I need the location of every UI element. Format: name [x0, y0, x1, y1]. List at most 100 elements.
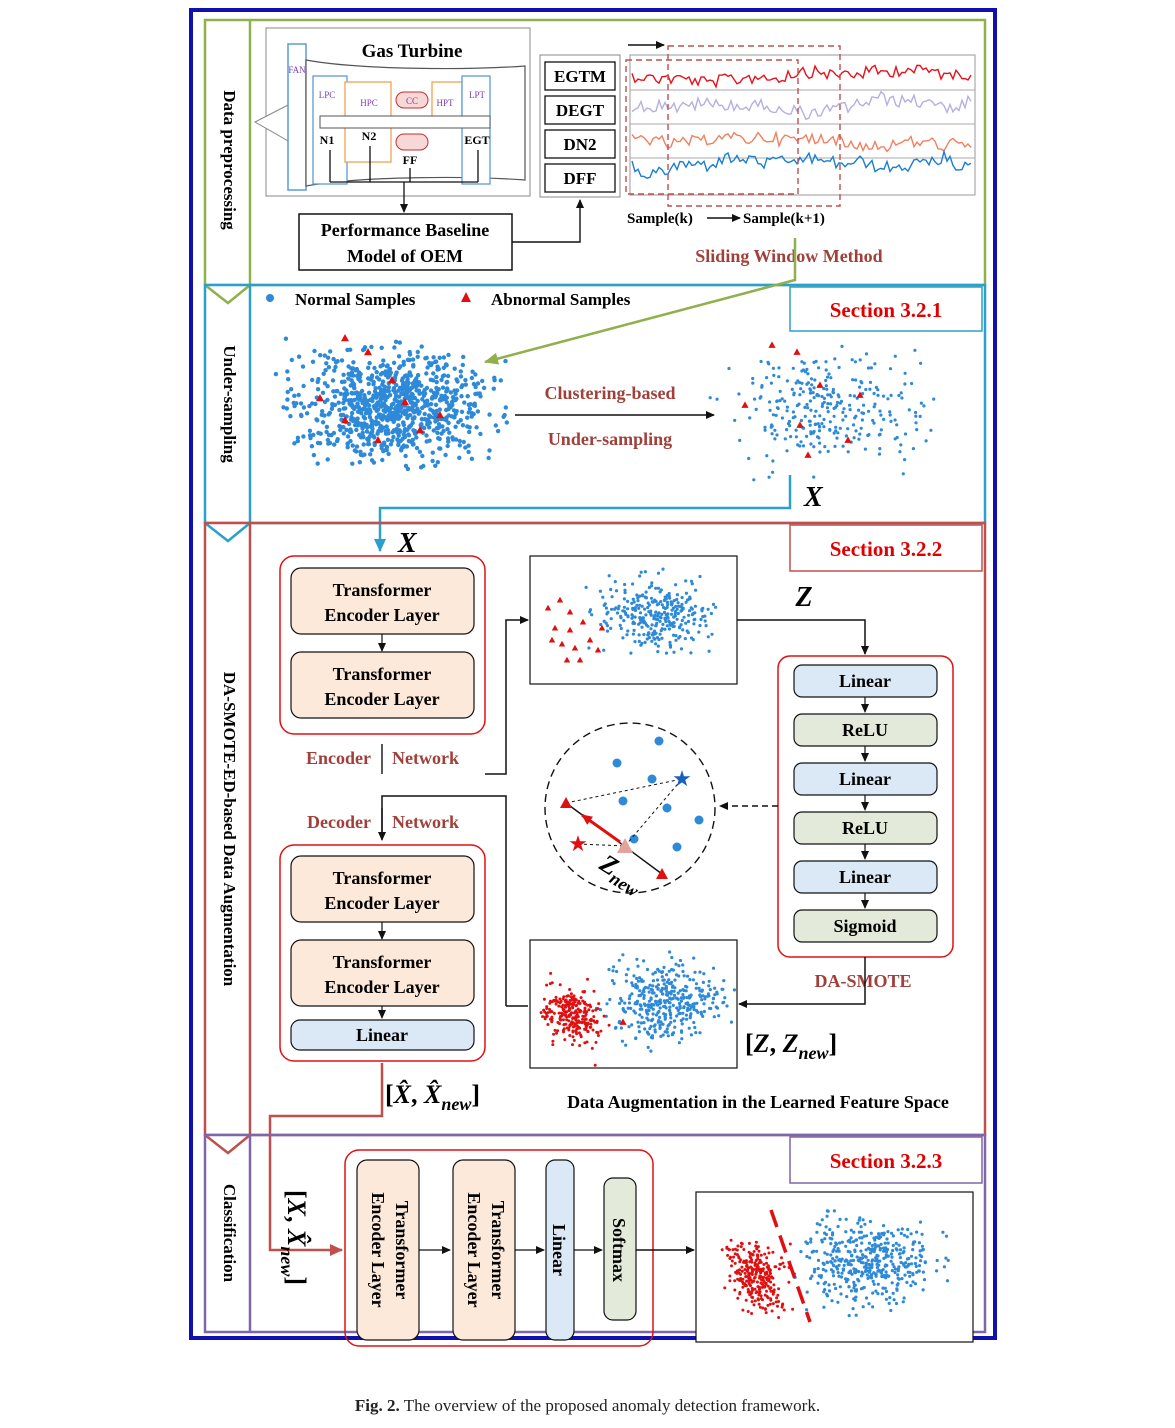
figure-caption: Fig. 2. The overview of the proposed ano…	[354, 1396, 821, 1415]
label-n1: N1	[320, 133, 335, 147]
signal-line-3	[631, 130, 972, 153]
svg-text:DN2: DN2	[563, 135, 596, 154]
da-layer-5: Linear	[793, 860, 938, 909]
svg-text:Sigmoid: Sigmoid	[833, 916, 896, 936]
da-smote-label: DA-SMOTE	[814, 971, 911, 991]
classifier-linear: Linear	[545, 1159, 575, 1341]
svg-text:Encoder Layer: Encoder Layer	[324, 689, 439, 709]
svg-text:Transformer: Transformer	[333, 664, 432, 684]
classifier-layer-2: Transformer Encoder Layer	[452, 1159, 516, 1341]
stage-classification: Classification Section 3.2.3 [X, X̂new] …	[203, 1133, 987, 1347]
x-label-undersampling: X	[803, 482, 824, 513]
svg-text:Encoder Layer: Encoder Layer	[464, 1192, 484, 1307]
clustering-label-1: Clustering-based	[544, 383, 675, 403]
svg-text:Encoder Layer: Encoder Layer	[324, 893, 439, 913]
svg-text:Linear: Linear	[839, 671, 891, 691]
label-hpc: HPC	[360, 98, 378, 108]
da-layer-2: ReLU	[793, 713, 938, 762]
encoder-label-right: Network	[392, 748, 459, 768]
svg-text:Encoder Layer: Encoder Layer	[368, 1192, 388, 1307]
smote-interpolation-circle: ★ ★ Znew	[544, 722, 716, 901]
decoder-layer-2: Transformer Encoder Layer	[290, 939, 475, 1007]
svg-text:Linear: Linear	[549, 1224, 569, 1276]
signal-line-1	[631, 64, 972, 89]
legend-normal: Normal Samples	[295, 290, 416, 309]
encoder-network	[279, 555, 486, 735]
svg-text:Encoder Layer: Encoder Layer	[324, 977, 439, 997]
da-layer-4: ReLU	[793, 811, 938, 860]
section-321: Section 3.2.1	[830, 298, 943, 322]
da-layer-6: Sigmoid	[793, 909, 938, 943]
section-322: Section 3.2.2	[830, 537, 943, 561]
signal-plot	[630, 64, 975, 179]
svg-text:Encoder Layer: Encoder Layer	[324, 605, 439, 625]
stage-label-classification: Classification	[220, 1184, 239, 1283]
classifier-softmax: Softmax	[603, 1177, 637, 1321]
x-label-augmentation: X	[397, 528, 418, 559]
encoder-layer-2: Transformer Encoder Layer	[290, 651, 475, 719]
gas-turbine-schematic: Gas Turbine FAN LPC HPC CC HPT LPT N1 N2…	[253, 27, 531, 213]
classification-result-scatter	[720, 1209, 950, 1319]
augmentation-caption: Data Augmentation in the Learned Feature…	[567, 1092, 949, 1112]
outer-frame	[189, 8, 997, 1340]
decoder-linear: Linear	[290, 1019, 475, 1051]
section-323: Section 3.2.3	[830, 1149, 943, 1173]
scatter-after-undersampling	[708, 341, 936, 482]
svg-text:Transformer: Transformer	[333, 868, 432, 888]
svg-text:Linear: Linear	[839, 769, 891, 789]
scatter-before-undersampling	[273, 334, 509, 472]
signal-line-2	[631, 90, 972, 121]
sample-k1: Sample(k+1)	[743, 211, 825, 227]
decoder-network	[279, 844, 486, 1062]
stage-undersampling: Under-sampling Section 3.2.1 Normal Samp…	[203, 238, 987, 543]
signal-dn2: DN2	[544, 129, 616, 159]
z-label: Z	[794, 582, 812, 613]
latent-space-scatter	[544, 567, 718, 663]
label-ff: FF	[403, 153, 418, 167]
augmented-latent-scatter	[539, 950, 737, 1067]
svg-text:Transformer: Transformer	[333, 580, 432, 600]
encoder-label-left: Encoder	[306, 748, 371, 768]
svg-text:ReLU: ReLU	[842, 720, 888, 740]
signal-degt: DEGT	[544, 95, 616, 125]
svg-text:ReLU: ReLU	[842, 818, 888, 838]
stage-preprocessing: Data preprocessing Gas Turbine FAN LPC H…	[203, 18, 987, 305]
legend-abnormal: Abnormal Samples	[491, 290, 631, 309]
stage-label-undersampling: Under-sampling	[220, 345, 239, 463]
legend-normal-marker	[266, 294, 274, 302]
svg-text:DEGT: DEGT	[556, 101, 605, 120]
label-hpt: HPT	[436, 98, 454, 108]
label-fan: FAN	[288, 65, 306, 75]
label-n2: N2	[362, 129, 377, 143]
svg-text:Softmax: Softmax	[609, 1218, 629, 1282]
stage-label-augmentation: DA-SMOTE-ED-based Data Augmentation	[220, 672, 239, 987]
znew-label: Znew	[592, 848, 650, 901]
decoder-label-right: Network	[392, 812, 459, 832]
signal-egtm: EGTM	[544, 61, 616, 91]
decoder-layer-1: Transformer Encoder Layer	[290, 855, 475, 923]
svg-text:Model of OEM: Model of OEM	[347, 246, 463, 266]
stage-augmentation: DA-SMOTE-ED-based Data Augmentation Sect…	[203, 521, 987, 1155]
svg-text:Performance Baseline: Performance Baseline	[321, 220, 489, 240]
svg-text:EGTM: EGTM	[554, 67, 606, 86]
signal-line-4	[631, 149, 972, 179]
svg-text:★: ★	[672, 766, 692, 791]
baseline-model-box: Performance Baseline Model of OEM	[298, 213, 513, 271]
svg-text:Linear: Linear	[839, 867, 891, 887]
signal-dff: DFF	[544, 163, 616, 193]
svg-text:DFF: DFF	[563, 169, 596, 188]
svg-text:Transformer: Transformer	[333, 952, 432, 972]
z-znew-bracket: [Z, Znew]	[745, 1029, 837, 1063]
encoder-layer-1: Transformer Encoder Layer	[290, 567, 475, 635]
da-layer-3: Linear	[793, 762, 938, 811]
label-lpt: LPT	[469, 90, 486, 100]
classifier-layer-1: Transformer Encoder Layer	[356, 1159, 420, 1341]
engine-title: Gas Turbine	[362, 41, 463, 62]
label-lpc: LPC	[319, 90, 336, 100]
svg-text:Linear: Linear	[356, 1025, 408, 1045]
svg-text:Transformer: Transformer	[488, 1201, 508, 1300]
xhat-bracket: [X̂, X̂new]	[385, 1080, 480, 1114]
